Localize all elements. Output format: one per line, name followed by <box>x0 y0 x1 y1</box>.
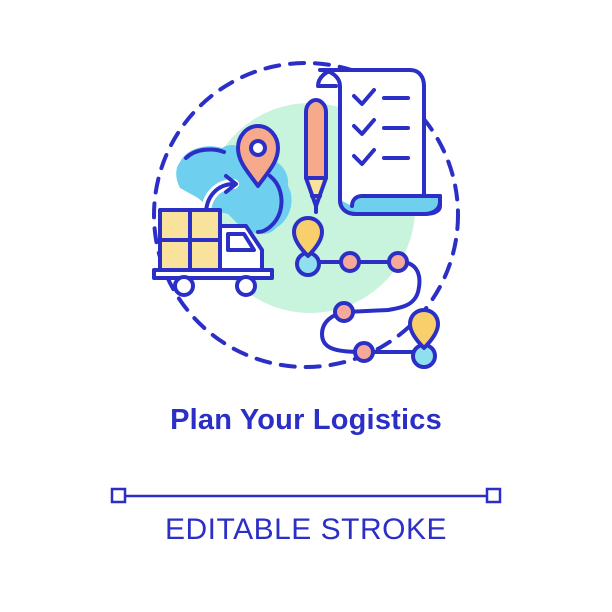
left-handle-square <box>110 487 127 504</box>
checkmark-2 <box>352 118 376 136</box>
cargo-boxes-icon <box>158 208 222 272</box>
editable-stroke-divider <box>110 487 502 504</box>
pen-icon <box>304 98 328 214</box>
checkmark-1 <box>352 88 376 106</box>
checkmark-3 <box>352 148 376 166</box>
editable-stroke-label: EDITABLE STROKE <box>164 513 447 546</box>
destination-pin-icon <box>408 308 440 369</box>
delivery-truck-icon <box>152 224 274 297</box>
logistics-illustration <box>152 61 460 369</box>
page-title: Plan Your Logistics <box>170 404 442 436</box>
route-path-icon <box>308 251 422 363</box>
map-pin-icon <box>236 124 280 188</box>
dashed-circle-outline <box>152 61 460 369</box>
location-pin-icon <box>292 216 324 277</box>
map-region-outline <box>184 147 284 234</box>
right-handle-square <box>485 487 502 504</box>
checklist-scroll-icon <box>316 68 442 216</box>
